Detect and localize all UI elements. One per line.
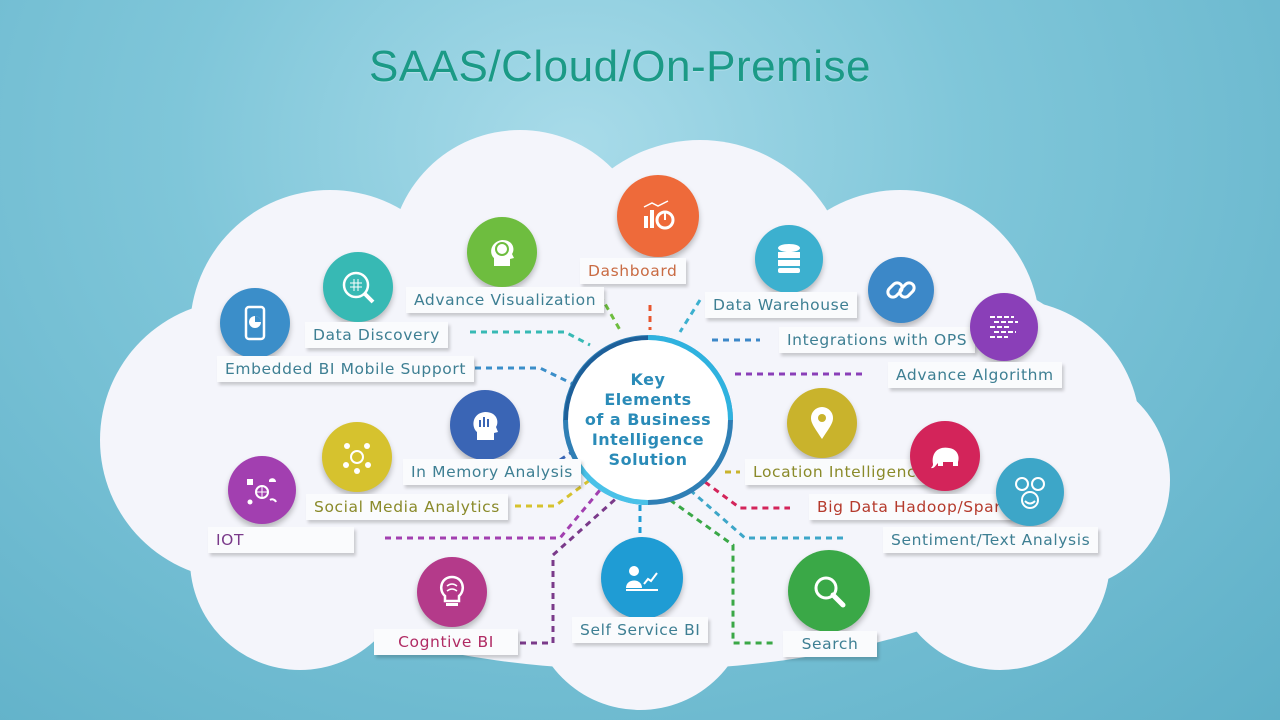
node-label-iot: IOT	[208, 527, 354, 553]
search-icon	[788, 550, 870, 632]
node-label-search: Search	[783, 631, 877, 657]
social-network-icon	[322, 422, 392, 492]
brain-head-icon	[467, 217, 537, 287]
magnifier-grid-icon	[323, 252, 393, 322]
node-label-self-service: Self Service BI	[572, 617, 709, 643]
node-label-advance-visualization: Advance Visualization	[406, 287, 605, 313]
mobile-chart-icon	[220, 288, 290, 358]
link-icon	[868, 257, 934, 323]
database-icon	[755, 225, 823, 293]
page-title: SAAS/Cloud/On-Premise	[368, 42, 872, 91]
user-growth-icon	[601, 537, 683, 619]
center-hub: Key Elements of a Business Intelligence …	[568, 340, 728, 500]
node-label-location: Location Intelligence	[745, 459, 935, 485]
bulb-brain-icon	[417, 557, 487, 627]
node-label-advance-algorithm: Advance Algorithm	[888, 362, 1062, 388]
head-analytics-icon	[450, 390, 520, 460]
iot-devices-icon	[228, 456, 296, 524]
hadoop-elephant-icon	[910, 421, 980, 491]
node-label-big-data: Big Data Hadoop/Spark	[809, 494, 1019, 520]
node-label-dashboard: Dashboard	[580, 258, 686, 284]
node-label-social-media: Social Media Analytics	[306, 494, 508, 520]
emoji-faces-icon	[996, 458, 1064, 526]
node-label-data-warehouse: Data Warehouse	[705, 292, 858, 318]
node-label-data-discovery: Data Discovery	[305, 322, 448, 348]
node-label-cognitive: Cogntive BI	[374, 629, 518, 655]
center-title: Key Elements of a Business Intelligence …	[584, 370, 712, 469]
node-label-embedded-bi: Embedded BI Mobile Support	[217, 356, 475, 382]
dashboard-chart-icon	[617, 175, 699, 257]
code-lines-icon	[970, 293, 1038, 361]
node-label-sentiment: Sentiment/Text Analysis	[883, 527, 1099, 553]
location-pin-icon	[787, 388, 857, 458]
node-label-in-memory: In Memory Analysis	[403, 459, 581, 485]
node-label-integrations-ops: Integrations with OPS	[779, 327, 976, 353]
